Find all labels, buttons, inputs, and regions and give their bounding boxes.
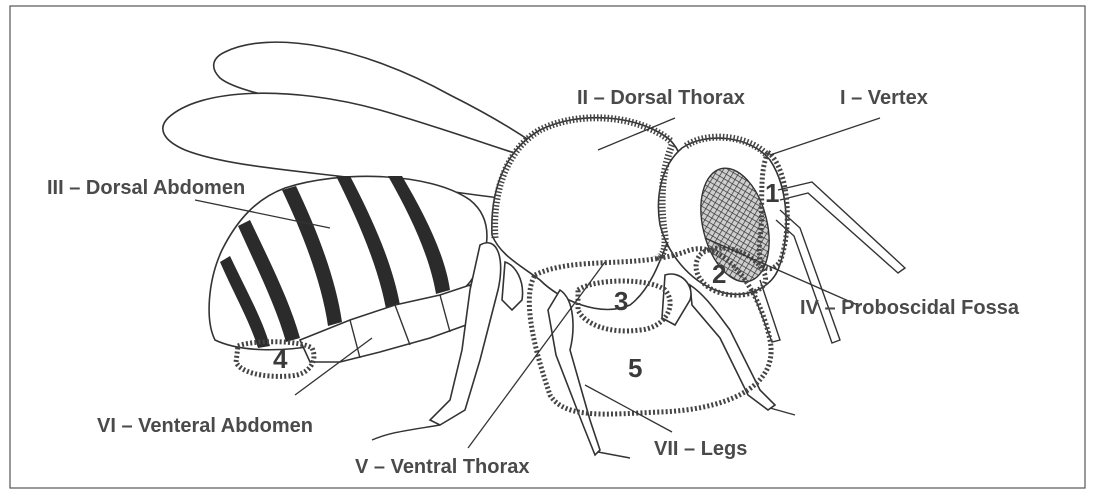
region-number-4: 4 <box>273 344 288 374</box>
leader-legs <box>585 385 672 432</box>
label-venteral-abdomen: VI – Venteral Abdomen <box>97 415 313 437</box>
label-proboscidal-fossa: IV – Proboscidal Fossa <box>800 297 1020 319</box>
leader-vertex <box>770 118 880 155</box>
hind-tarsus <box>372 425 440 440</box>
middle-leg-femur <box>502 262 523 310</box>
label-dorsal-abdomen: III – Dorsal Abdomen <box>47 177 245 199</box>
region-number-2: 2 <box>712 259 726 289</box>
label-dorsal-thorax: II – Dorsal Thorax <box>577 87 745 109</box>
fore-leg <box>690 285 775 410</box>
region-number-5: 5 <box>628 353 642 383</box>
label-ventral-thorax: V – Ventral Thorax <box>355 456 530 478</box>
label-vertex: I – Vertex <box>840 87 928 109</box>
antenna <box>778 182 905 273</box>
abdomen <box>209 176 487 362</box>
middle-leg <box>548 290 600 455</box>
label-legs: VII – Legs <box>654 438 747 460</box>
middle-tarsus <box>598 452 630 458</box>
region-number-3: 3 <box>614 286 628 316</box>
fore-tarsus <box>770 408 795 415</box>
region-number-1: 1 <box>765 178 779 208</box>
